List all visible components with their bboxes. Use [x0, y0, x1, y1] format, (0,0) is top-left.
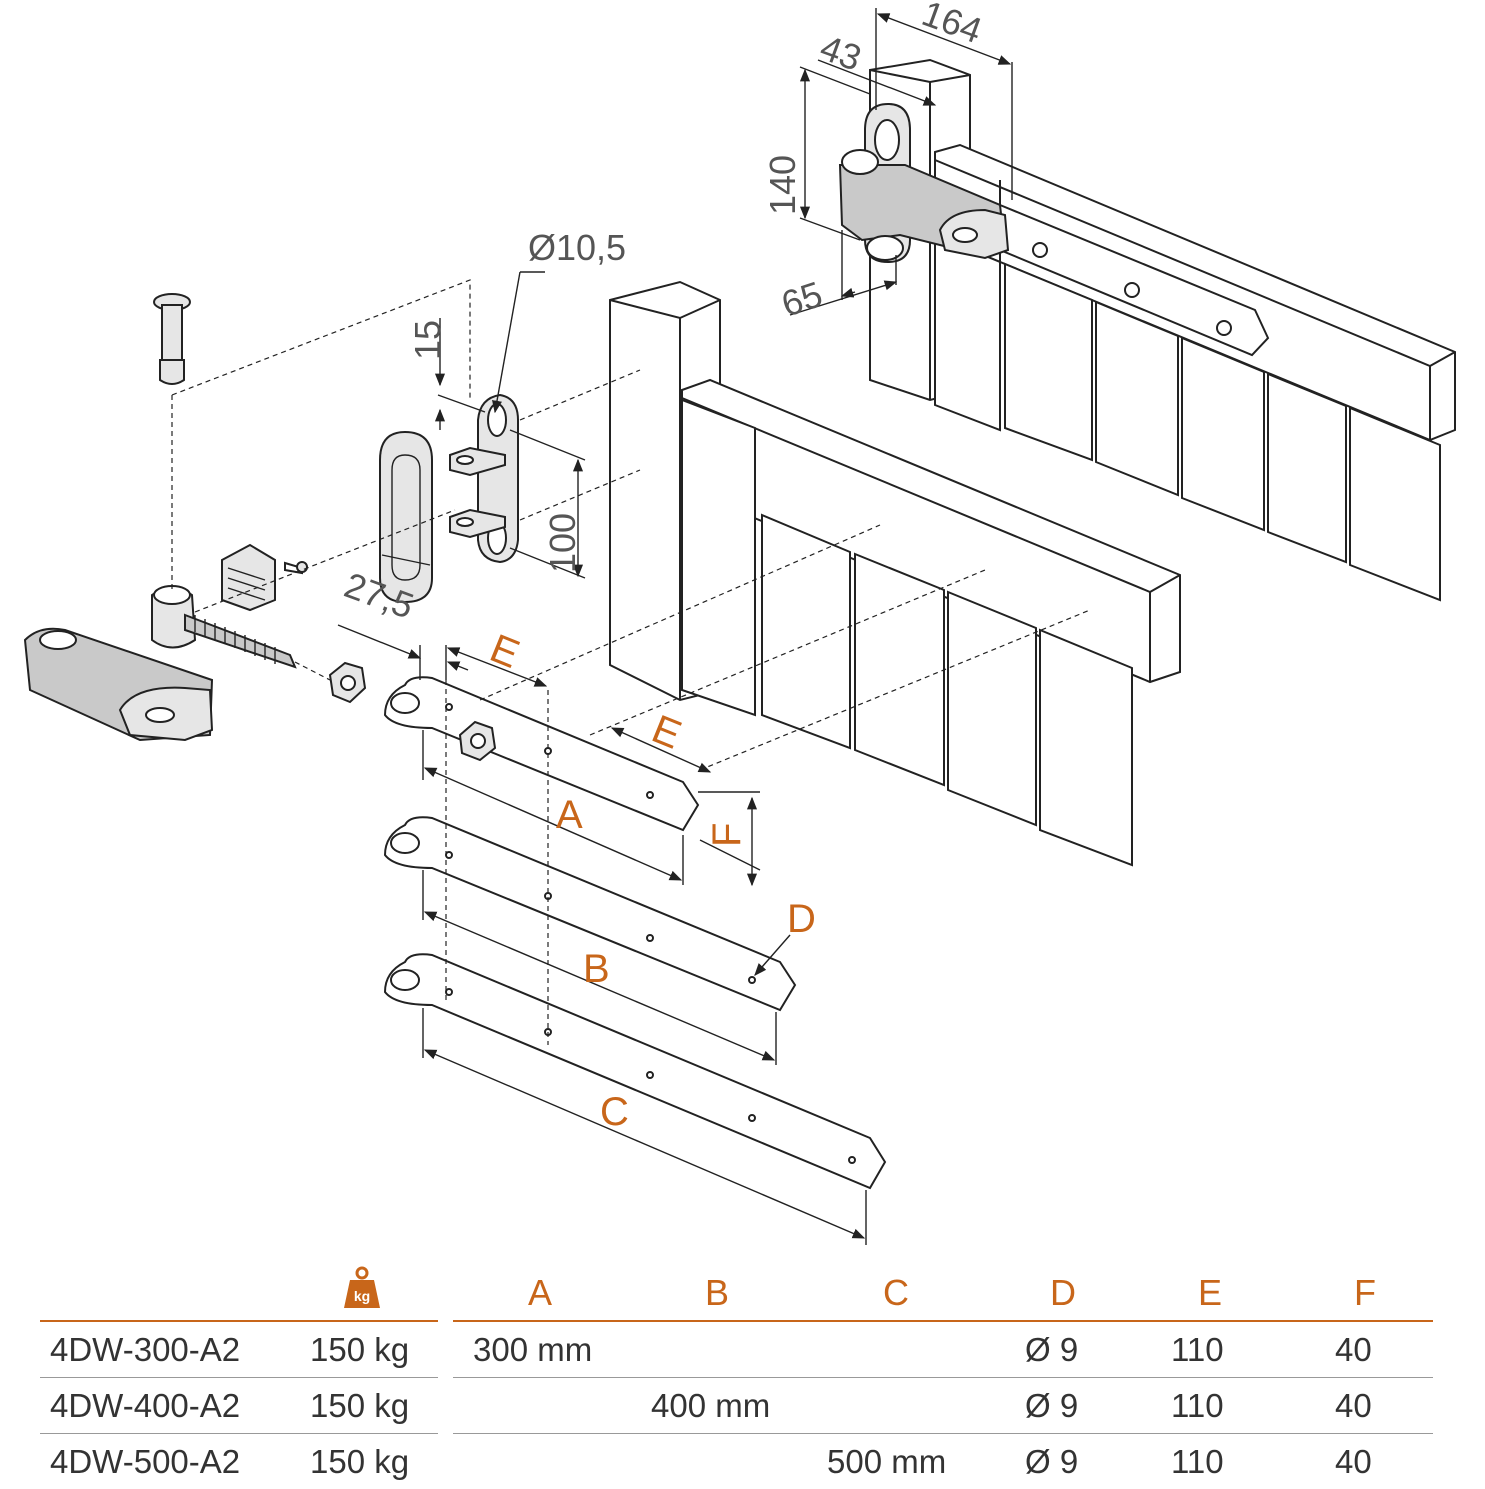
hole-diameter-d: Ø 9: [1025, 1330, 1079, 1368]
hinge-bracket: [449, 393, 519, 564]
spec-table-dimensions: A B C D E F 300 mm Ø 9 110 40 400 mm Ø 9…: [453, 1262, 1433, 1489]
hex-nut-icon: [328, 661, 367, 704]
width-f: 40: [1335, 1442, 1372, 1480]
strap-bolt-icons: [1032, 242, 1232, 336]
load-capacity: 150 kg: [310, 1442, 410, 1480]
weight-kg-icon-text: kg: [354, 1288, 370, 1304]
dim-140: 140: [762, 155, 803, 215]
load-capacity: 150 kg: [310, 1386, 410, 1424]
exploded-dimensions: 15 Ø10,5 100 27,5 E E A F B D C: [337, 227, 867, 1245]
model-name: 4DW-500-A2: [50, 1442, 241, 1480]
dim-43: 43: [815, 27, 867, 79]
top-hinge-assembled: [838, 102, 1010, 264]
length-b: 400 mm: [651, 1386, 771, 1424]
assembled-gate-view: 164 43 140 65: [762, 0, 1456, 602]
strap-c: [383, 953, 887, 1190]
column-header-f: F: [1354, 1272, 1376, 1313]
spec-header-right: A B C D E F: [453, 1262, 1433, 1322]
column-header-c: C: [883, 1272, 909, 1313]
table-row: 4DW-400-A2 150 kg: [40, 1378, 438, 1434]
length-a: 300 mm: [473, 1330, 593, 1368]
dim-letter-a: A: [556, 793, 583, 837]
hinge-assembly-drawing: 164 43 140 65: [23, 0, 1456, 1245]
spec-header-left: kg: [40, 1262, 438, 1322]
dim-letter-d: D: [787, 897, 816, 941]
spacing-e: 110: [1171, 1386, 1224, 1424]
dim-letter-c: C: [600, 1090, 629, 1134]
table-row: 300 mm Ø 9 110 40: [453, 1322, 1433, 1378]
spacing-e: 110: [1171, 1330, 1224, 1368]
width-f: 40: [1335, 1330, 1372, 1368]
load-capacity: 150 kg: [310, 1330, 410, 1368]
spec-table: kg 4DW-300-A2 150 kg 4DW-400-A2 150 kg 4…: [0, 1262, 1485, 1485]
table-row: 4DW-500-A2 150 kg: [40, 1434, 438, 1489]
weight-kg-icon: kg: [344, 1266, 380, 1308]
column-header-e: E: [1197, 1272, 1222, 1313]
dim-164: 164: [917, 0, 987, 51]
table-row: 500 mm Ø 9 110 40: [453, 1434, 1433, 1489]
clamp-block: [221, 543, 308, 612]
strap-a: [383, 676, 700, 832]
dim-15: 15: [407, 320, 448, 360]
spacing-e: 110: [1171, 1442, 1224, 1480]
threaded-eye-bolt: [151, 585, 297, 669]
table-row: 4DW-300-A2 150 kg: [40, 1322, 438, 1378]
dim-100: 100: [542, 513, 583, 573]
hole-diameter-d: Ø 9: [1025, 1442, 1079, 1480]
table-row: 400 mm Ø 9 110 40: [453, 1378, 1433, 1434]
hole-diameter-d: Ø 9: [1025, 1386, 1079, 1424]
hinge-pin: [153, 293, 191, 385]
dim-65: 65: [776, 273, 827, 324]
hinge-housing: [23, 627, 214, 742]
middle-gate-view: [609, 280, 1181, 867]
length-c: 500 mm: [827, 1442, 947, 1480]
dim-letter-e-1: E: [484, 626, 525, 677]
column-header-b: B: [704, 1272, 729, 1313]
middle-gate-boards: [761, 513, 1133, 867]
spec-table-models: kg 4DW-300-A2 150 kg 4DW-400-A2 150 kg 4…: [40, 1262, 438, 1489]
dim-letter-f: F: [705, 823, 749, 847]
dim-letter-e-2: E: [646, 707, 687, 758]
column-header-d: D: [1050, 1272, 1076, 1313]
model-name: 4DW-400-A2: [50, 1386, 241, 1424]
top-gate-boards: [934, 180, 1441, 602]
column-header-a: A: [527, 1272, 552, 1313]
width-f: 40: [1335, 1386, 1372, 1424]
dim-diameter-10-5: Ø10,5: [528, 227, 626, 268]
dim-letter-b: B: [583, 947, 610, 991]
model-name: 4DW-300-A2: [50, 1330, 241, 1368]
hinge-cover: [379, 430, 433, 604]
